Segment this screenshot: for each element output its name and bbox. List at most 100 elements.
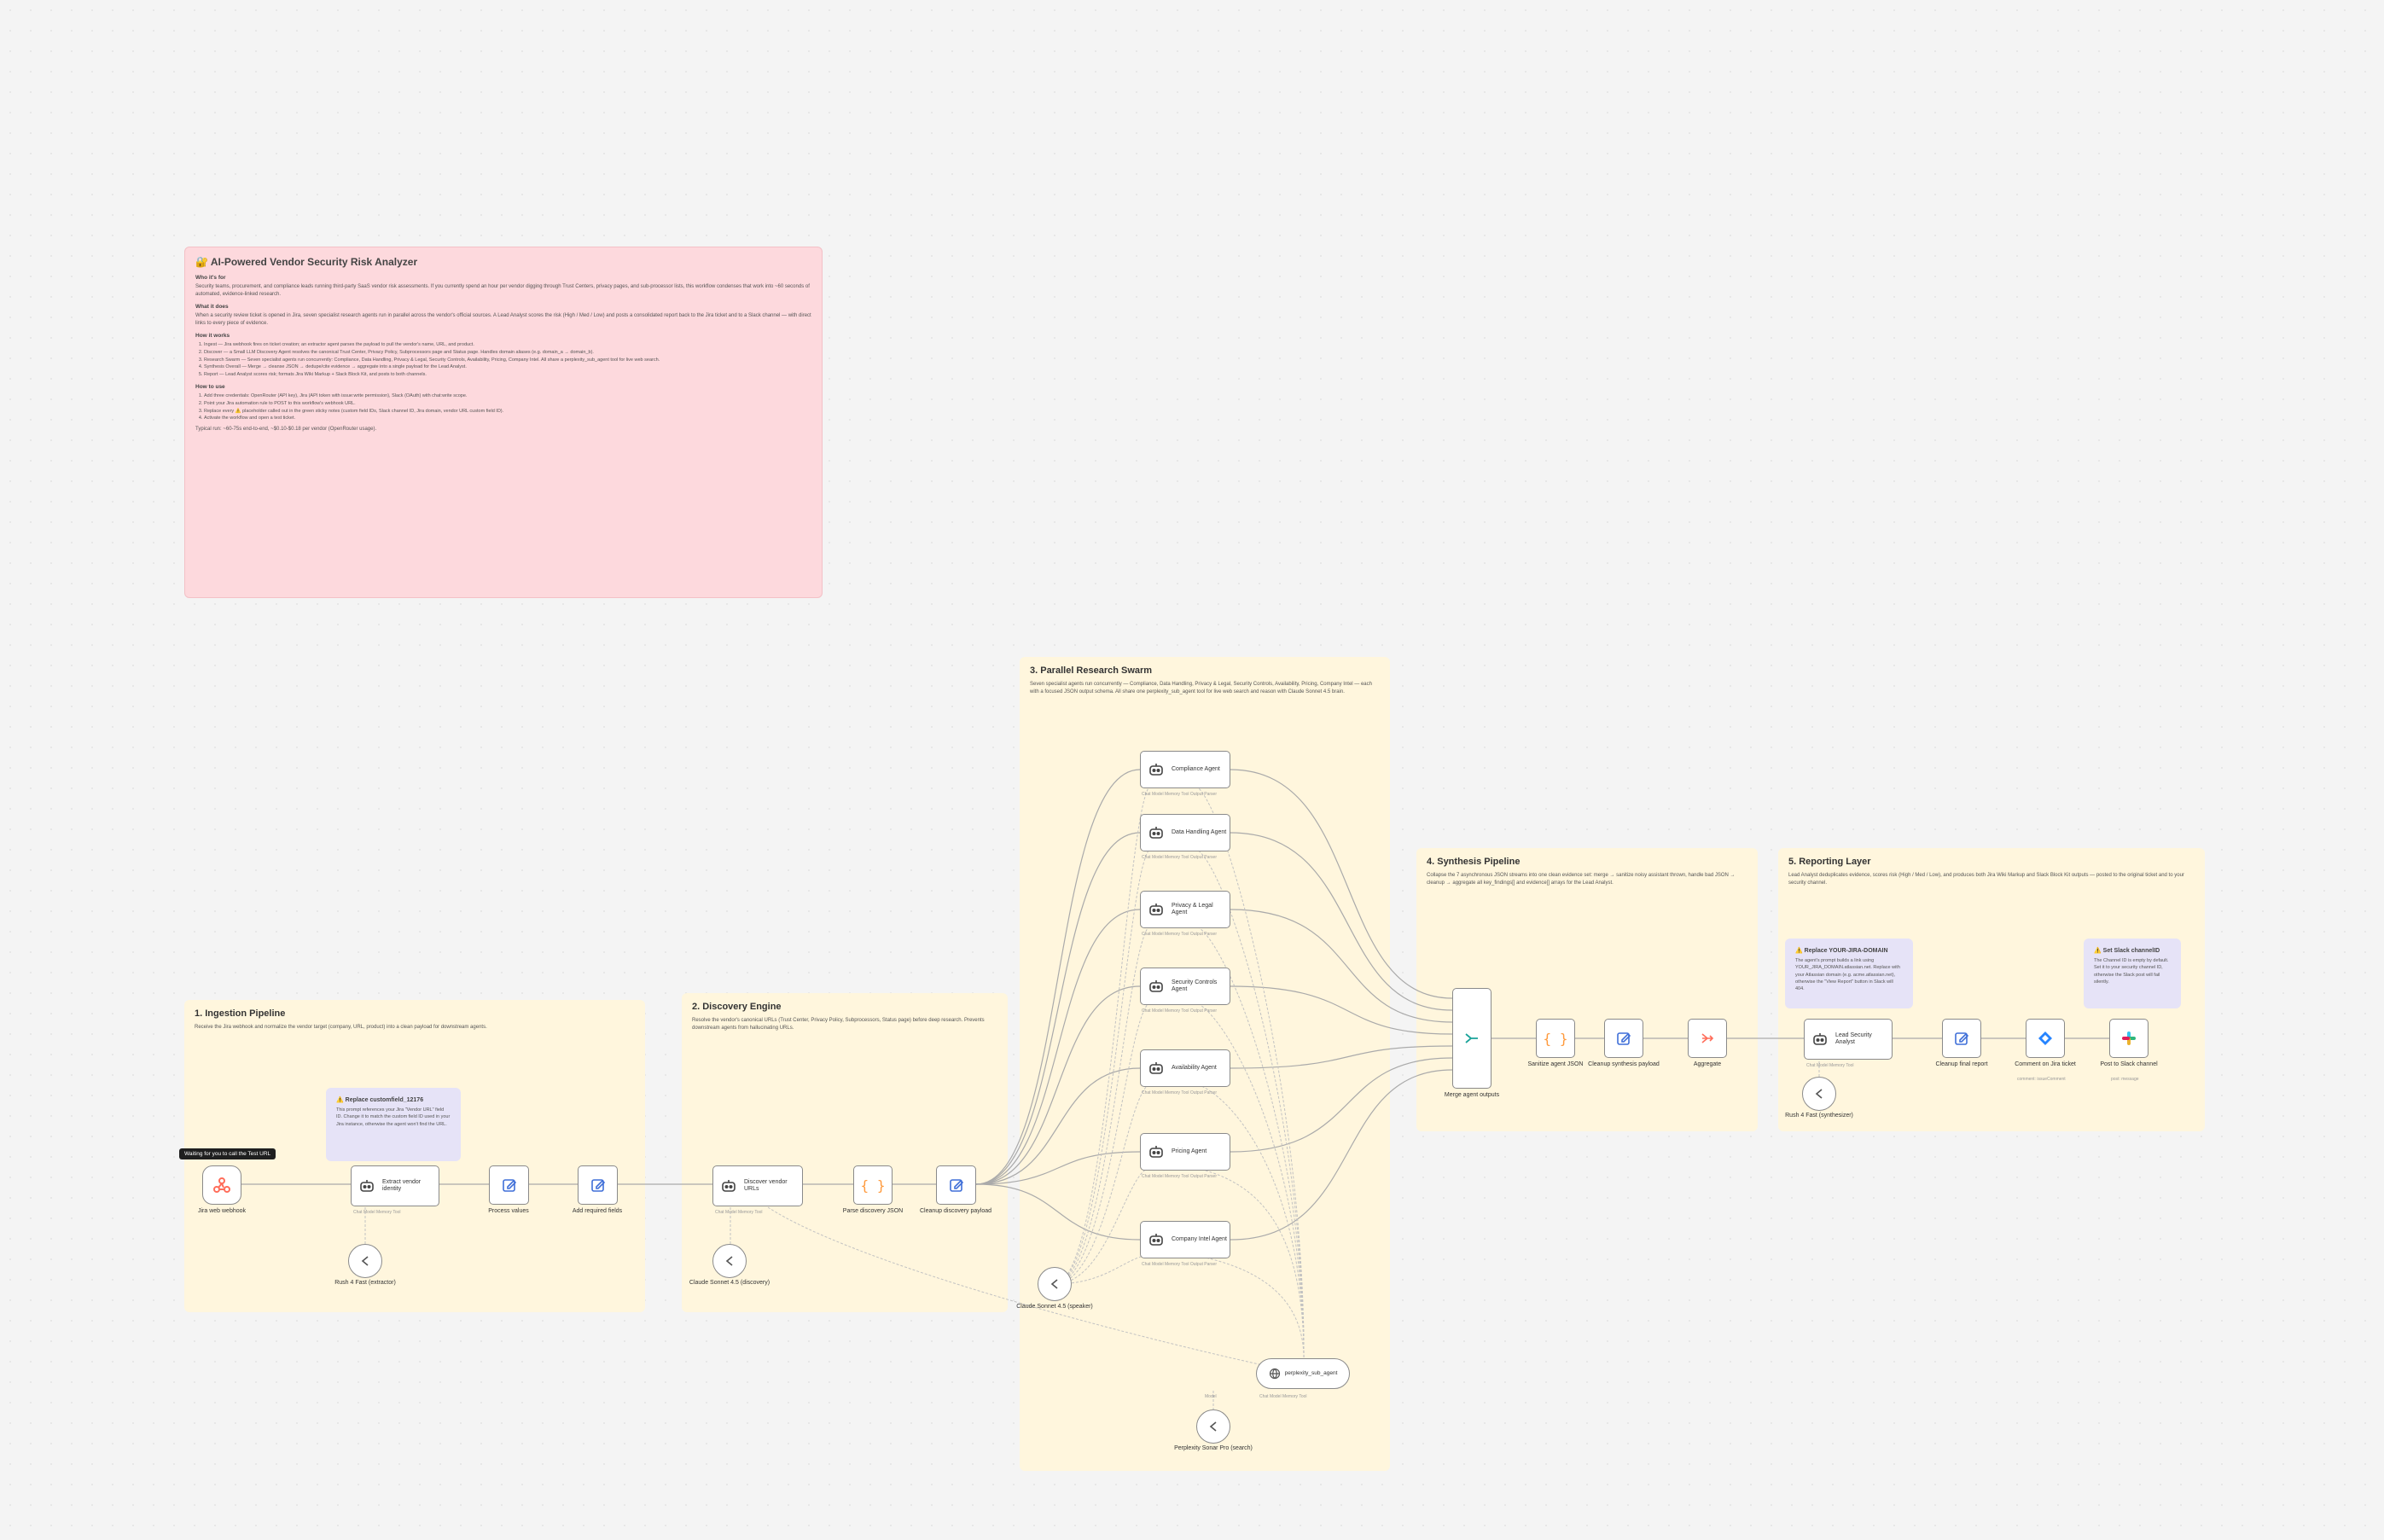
agent-ports-label: Chat Model Memory Tool Output Parser: [1142, 1262, 1218, 1267]
what-text: When a security review ticket is opened …: [195, 313, 811, 326]
node-label: Rush 4 Fast (extractor): [334, 1280, 396, 1286]
security-controls-agent-node[interactable]: Security Controls Agent: [1140, 968, 1230, 1005]
cost-text: Typical run: ~60-75s end-to-end, ~$0.10-…: [195, 427, 377, 433]
operation-label: post: message: [2111, 1077, 2139, 1082]
discover-urls-node[interactable]: Discover vendor URLs: [712, 1165, 803, 1206]
robot-icon: [720, 1177, 737, 1194]
node-label: Claude Sonnet 4.5 (speaker): [1016, 1304, 1093, 1310]
privacy-legal-agent-node[interactable]: Privacy & Legal Agent: [1140, 891, 1230, 928]
edit-icon: [501, 1177, 518, 1194]
section-title: 3. Parallel Research Swarm: [1030, 665, 1153, 676]
slack-post-node[interactable]: [2109, 1019, 2149, 1058]
company-intel-agent-node[interactable]: Company Intel Agent: [1140, 1221, 1230, 1258]
data-handling-agent-node[interactable]: Data Handling Agent: [1140, 814, 1230, 851]
model-icon: [1048, 1277, 1061, 1291]
use-step: Add three credentials: OpenRouter (API k…: [204, 392, 811, 400]
how-steps: Ingest — Jira webhook fires on ticket cr…: [195, 341, 811, 379]
lead-analyst-node[interactable]: Lead Security Analyst: [1804, 1019, 1893, 1060]
use-step: Replace every ⚠️ placeholder called out …: [204, 408, 811, 416]
agent-ports-label: Chat Model Memory Tool: [715, 1210, 763, 1215]
sanitize-json-node[interactable]: { }: [1536, 1019, 1575, 1058]
haiku-report-node[interactable]: [1802, 1077, 1836, 1111]
callout-title: ⚠️ Replace customfield_12176: [336, 1097, 424, 1103]
edit-icon: [948, 1177, 965, 1194]
node-label: Post to Slack channel: [2100, 1061, 2158, 1067]
jira-comment-node[interactable]: [2026, 1019, 2065, 1058]
sonnet-discovery-node[interactable]: [712, 1244, 747, 1278]
how-step: Synthesis Overall — Merge → cleanse JSON…: [204, 363, 811, 371]
slack-icon: [2120, 1030, 2137, 1047]
node-label: Availability Agent: [1172, 1064, 1217, 1071]
how-step: Ingest — Jira webhook fires on ticket cr…: [204, 341, 811, 349]
parse-discovery-node[interactable]: { }: [853, 1165, 893, 1205]
robot-icon: [358, 1177, 375, 1194]
callout-title: ⚠️ Set Slack channelID: [2094, 948, 2160, 954]
node-label: Cleanup synthesis payload: [1588, 1061, 1660, 1067]
callout-text: The Channel ID is empty by default. Set …: [2094, 958, 2169, 985]
how-step: Discover — a Small LLM Discovery Agent r…: [204, 349, 811, 357]
aggregate-node[interactable]: [1688, 1019, 1727, 1058]
edit-icon: [1953, 1030, 1970, 1047]
cleanup-discovery-node[interactable]: [936, 1165, 976, 1205]
extract-vendor-node[interactable]: Extract vendor identity: [351, 1165, 439, 1206]
jira-webhook-node[interactable]: [202, 1165, 241, 1205]
code-braces-icon: { }: [1543, 1030, 1568, 1047]
node-label: Parse discovery JSON: [842, 1208, 904, 1214]
info-title: 🔐 AI-Powered Vendor Security Risk Analyz…: [195, 256, 418, 268]
process-values-node[interactable]: [489, 1165, 529, 1205]
node-label: Company Intel Agent: [1172, 1235, 1227, 1242]
merge-outputs-node[interactable]: [1452, 988, 1491, 1089]
model-icon: [1812, 1087, 1826, 1101]
robot-icon: [1148, 1060, 1165, 1077]
robot-icon: [1148, 761, 1165, 778]
section-title: 1. Ingestion Pipeline: [195, 1008, 286, 1019]
perplexity-tool-node[interactable]: perplexity_sub_agent: [1256, 1358, 1350, 1389]
who-heading: Who it's for: [195, 275, 226, 281]
model-icon: [358, 1254, 372, 1268]
cleanup-final-node[interactable]: [1942, 1019, 1981, 1058]
globe-icon: [1269, 1368, 1281, 1380]
node-label: Pricing Agent: [1172, 1148, 1207, 1154]
agent-ports-label: Chat Model Memory Tool: [1259, 1394, 1307, 1399]
model-icon: [723, 1254, 736, 1268]
compliance-agent-node[interactable]: Compliance Agent: [1140, 751, 1230, 788]
robot-icon: [1811, 1031, 1829, 1048]
availability-agent-node[interactable]: Availability Agent: [1140, 1049, 1230, 1087]
edit-icon: [590, 1177, 607, 1194]
model-icon: [1207, 1420, 1220, 1433]
node-label: Privacy & Legal Agent: [1172, 902, 1213, 915]
section-title: 4. Synthesis Pipeline: [1427, 857, 1521, 867]
add-fields-node[interactable]: [578, 1165, 618, 1205]
agent-ports-label: Chat Model Memory Tool Output Parser: [1142, 1090, 1218, 1095]
what-heading: What it does: [195, 304, 229, 310]
use-step: Point your Jira automation rule to POST …: [204, 400, 811, 408]
node-label: Compliance Agent: [1172, 765, 1220, 772]
agent-ports-label: Chat Model Memory Tool: [1806, 1063, 1854, 1068]
webhook-tooltip: Waiting for you to call the Test URL: [179, 1148, 276, 1159]
pricing-agent-node[interactable]: Pricing Agent: [1140, 1133, 1230, 1171]
sonnet-swarm-node[interactable]: [1038, 1267, 1072, 1301]
model-port-label: Model: [1205, 1394, 1217, 1399]
info-sticky-note[interactable]: 🔐 AI-Powered Vendor Security Risk Analyz…: [184, 247, 823, 598]
node-label: Perplexity Sonar Pro (search): [1174, 1445, 1253, 1451]
callout-customfield[interactable]: ⚠️ Replace customfield_12176 This prompt…: [326, 1088, 461, 1161]
aggregate-icon: [1699, 1030, 1716, 1047]
perplexity-model-node[interactable]: [1196, 1409, 1230, 1444]
cleanup-synthesis-node[interactable]: [1604, 1019, 1643, 1058]
section-desc: Collapse the 7 asynchronous JSON streams…: [1427, 873, 1736, 886]
haiku-ingest-node[interactable]: [348, 1244, 382, 1278]
node-label: Aggregate: [1693, 1061, 1722, 1067]
node-label: Process values: [488, 1208, 529, 1214]
callout-slack-channel[interactable]: ⚠️ Set Slack channelID The Channel ID is…: [2084, 939, 2181, 1008]
robot-icon: [1148, 824, 1165, 841]
node-label: Comment on Jira ticket: [2015, 1061, 2076, 1067]
node-label: Sanitize agent JSON: [1527, 1061, 1584, 1067]
use-heading: How to use: [195, 383, 225, 390]
robot-icon: [1148, 1143, 1165, 1160]
callout-jira-domain[interactable]: ⚠️ Replace YOUR-JIRA-DOMAIN The agent's …: [1785, 939, 1913, 1008]
node-label: Claude Sonnet 4.5 (discovery): [689, 1280, 770, 1286]
how-step: Report — Lead Analyst scores risk; forma…: [204, 371, 811, 379]
how-heading: How it works: [195, 333, 230, 339]
agent-ports-label: Chat Model Memory Tool Output Parser: [1142, 932, 1218, 937]
